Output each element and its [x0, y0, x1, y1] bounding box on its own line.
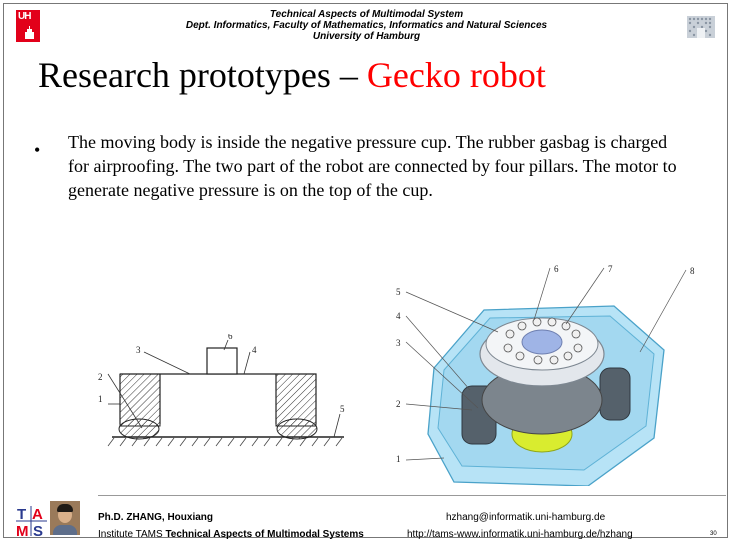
slide-title: Research prototypes – Gecko robot — [38, 54, 546, 96]
left-label-1: 1 — [98, 394, 103, 404]
slide-frame: UH Technical Aspects of Multimodal Syste… — [3, 3, 729, 540]
tams-dots-icon — [687, 16, 715, 38]
author-email: hzhang@informatik.uni-hamburg.de — [446, 512, 606, 523]
bullet-text: The moving body is inside the negative p… — [68, 132, 677, 200]
page-number: 30 — [710, 531, 717, 537]
left-label-4: 4 — [252, 345, 257, 355]
header-university: University of Hamburg — [312, 31, 421, 42]
tams-logo-m: M — [16, 523, 29, 538]
robot-3d-model-diagram: 1 2 3 4 5 6 7 8 — [396, 264, 695, 486]
title-main: Research prototypes – — [38, 55, 367, 95]
footer-divider — [98, 495, 726, 496]
author-url: http://tams-www.informatik.uni-hamburg.d… — [407, 529, 633, 540]
left-label-5: 5 — [340, 404, 345, 414]
author-photo — [50, 501, 80, 535]
tams-logo-s: S — [33, 523, 43, 538]
tams-logo: T A M S — [16, 506, 47, 538]
right-label-4: 4 — [396, 311, 401, 321]
institute-prefix: Institute TAMS — [98, 529, 166, 540]
left-label-2: 2 — [98, 372, 103, 382]
left-label-6: 6 — [228, 334, 233, 341]
left-label-3: 3 — [136, 345, 141, 355]
tams-logo-a: A — [32, 506, 43, 523]
title-accent: Gecko robot — [366, 55, 546, 95]
right-label-8: 8 — [690, 266, 695, 276]
header-course-title: Technical Aspects of Multimodal System — [269, 9, 464, 20]
right-label-5: 5 — [396, 287, 401, 297]
bullet-marker: • — [34, 140, 41, 160]
institute-line: Institute TAMS Technical Aspects of Mult… — [98, 529, 364, 540]
right-label-7: 7 — [608, 264, 613, 274]
tower-icon — [25, 26, 34, 39]
robot-cross-section-diagram: 1 2 3 4 5 6 — [98, 334, 345, 447]
author-name: Ph.D. ZHANG, Houxiang — [98, 512, 213, 523]
university-hamburg-logo: UH — [16, 10, 40, 42]
right-label-1: 1 — [396, 454, 401, 464]
right-label-3: 3 — [396, 338, 401, 348]
tams-logo-t: T — [17, 506, 26, 523]
header-department: Dept. Informatics, Faculty of Mathematic… — [185, 20, 548, 31]
right-label-2: 2 — [396, 399, 401, 409]
slide-header: Technical Aspects of Multimodal System D… — [4, 9, 729, 42]
right-label-6: 6 — [554, 264, 559, 274]
institute-name: Technical Aspects of Multimodal Systems — [165, 529, 364, 540]
